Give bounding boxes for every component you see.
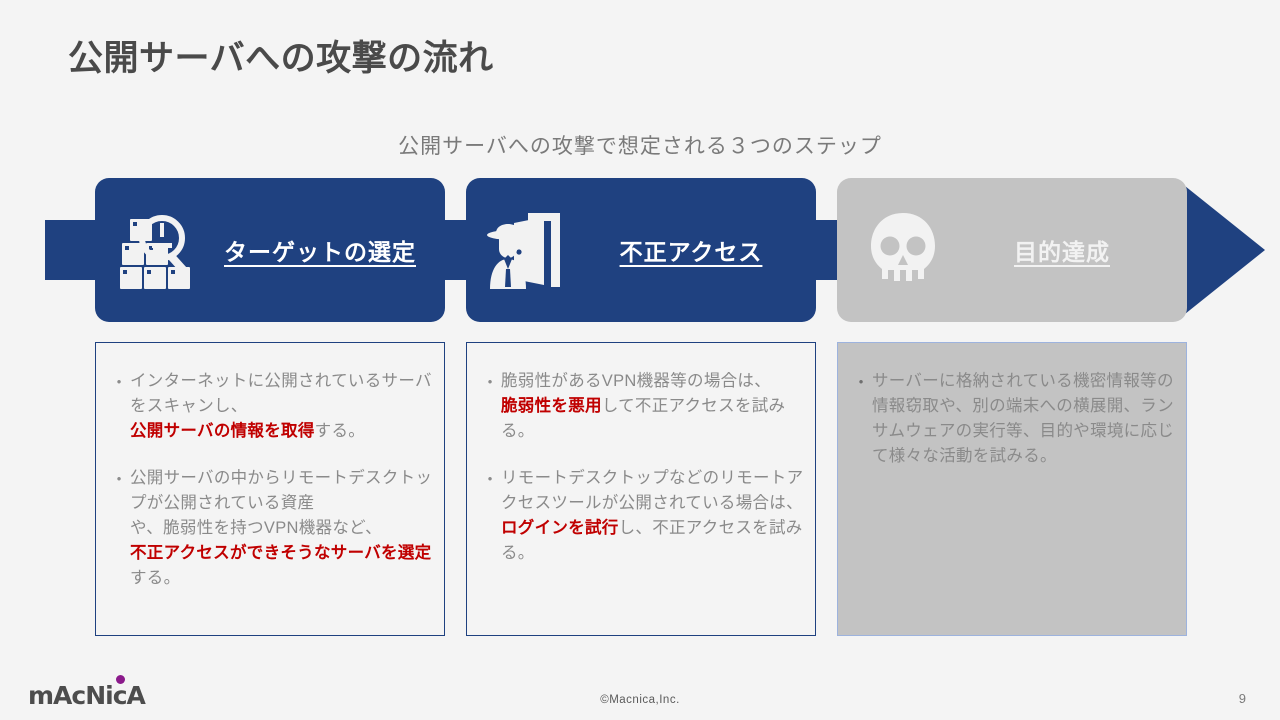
step-card-unauthorized-access[interactable]: 不正アクセス: [466, 178, 816, 322]
plain-text: サーバーに格納されている機密情報: [872, 372, 1141, 390]
intruder-door-icon: [484, 200, 580, 300]
step-label: 目的達成: [1014, 239, 1110, 265]
logo-wordmark: mAcNicA: [28, 681, 146, 710]
bullet-text: サーバーに格納されている機密情報等の情報窃取や、別の端末への横展開、ランサムウェ…: [872, 369, 1176, 469]
macnica-logo: mAcNicA: [28, 675, 146, 710]
plain-text: して不正アクセス: [601, 397, 735, 415]
plain-text: 目的や環境に応じて様々な活動を: [872, 422, 1175, 465]
detail-boxes-row: • インターネットに公開されているサーバをスキャンし、公開サーバの情報を取得する…: [0, 342, 1280, 636]
step-label: 不正アクセス: [619, 239, 763, 265]
logo-dot-icon: [116, 675, 125, 684]
page-title: 公開サーバへの攻撃の流れ: [68, 39, 494, 78]
detail-box-unauthorized-access: • 脆弱性があるVPN機器等の場合は、脆弱性を悪用して不正アクセスを試みる。 •…: [466, 342, 816, 636]
bullet-dot-icon: •: [858, 374, 864, 389]
bullet-dot-icon: •: [487, 374, 493, 389]
highlighted-text: 公開サーバの情報を取得: [130, 422, 315, 440]
bullet-text: インターネットに公開されているサーバをスキャンし、公開サーバの情報を取得する。: [130, 369, 434, 444]
highlighted-text: 脆弱性を悪用: [501, 397, 602, 415]
plain-text: する。: [130, 569, 181, 587]
plain-text: する。: [314, 422, 366, 440]
bullet-dot-icon: •: [487, 471, 493, 486]
bullet-text: リモートデスクトップなどのリモートアクセスツールが公開されている場合は、ログイン…: [501, 466, 805, 566]
list-item: • インターネットに公開されているサーバをスキャンし、公開サーバの情報を取得する…: [108, 369, 434, 444]
bullet-dot-icon: •: [116, 374, 122, 389]
step-label: ターゲットの選定: [224, 239, 416, 265]
steps-row: ターゲットの選定: [0, 178, 1280, 322]
list-item: • 公開サーバの中からリモートデスクトップが公開されている資産や、脆弱性を持つV…: [108, 466, 434, 591]
plain-text: リモートデスクトップなどの: [501, 469, 720, 487]
plain-text: リモートアクセスツールが公開: [501, 469, 804, 512]
bullet-text: 公開サーバの中からリモートデスクトップが公開されている資産や、脆弱性を持つVPN…: [130, 466, 434, 591]
step-card-target-selection[interactable]: ターゲットの選定: [95, 178, 445, 322]
plain-text: 横展開、ランサムウェアの実行等、: [872, 397, 1174, 440]
detail-box-target-selection: • インターネットに公開されているサーバをスキャンし、公開サーバの情報を取得する…: [95, 342, 445, 636]
plain-text: し、不正アクセスを試みる。: [501, 519, 803, 562]
bullet-text: 脆弱性があるVPN機器等の場合は、脆弱性を悪用して不正アクセスを試みる。: [501, 369, 805, 444]
copyright-text: ©Macnica,Inc.: [600, 694, 680, 706]
bullet-dot-icon: •: [116, 471, 122, 486]
slide-subtitle: 公開サーバへの攻撃で想定される３つのステップ: [398, 135, 882, 158]
plain-text: されている場合は、: [652, 494, 803, 512]
highlighted-text: サーバを選定: [330, 544, 432, 562]
plain-text: 等の情報窃取や、別の端末への: [872, 372, 1174, 415]
plain-text: サーバをスキャンし、: [130, 372, 432, 415]
plain-text: 公開サーバの中からリモート: [130, 469, 349, 487]
list-item: • 脆弱性があるVPN機器等の場合は、脆弱性を悪用して不正アクセスを試みる。: [479, 369, 805, 444]
footer: mAcNicA ©Macnica,Inc. 9: [0, 668, 1280, 720]
list-item: • リモートデスクトップなどのリモートアクセスツールが公開されている場合は、ログ…: [479, 466, 805, 566]
plain-text: や、脆弱性を持つVPN機器など、: [130, 519, 382, 537]
skull-icon: [855, 200, 951, 300]
plain-text: 試みる。: [989, 447, 1057, 465]
step-card-objective-achieved[interactable]: 目的達成: [837, 178, 1187, 322]
plain-text: を試みる。: [501, 397, 786, 440]
highlighted-text: ログインを: [501, 519, 585, 537]
highlighted-text: 不正アクセスができそうな: [130, 544, 331, 562]
list-item: • サーバーに格納されている機密情報等の情報窃取や、別の端末への横展開、ランサム…: [850, 369, 1176, 469]
plain-text: 脆弱性があるVPN機器等の場合は、: [501, 372, 772, 390]
boxes-magnifier-icon: [113, 200, 209, 300]
plain-text: デスクトップが公開されている資産: [130, 469, 433, 512]
highlighted-text: 試行: [585, 519, 619, 537]
page-number: 9: [1238, 691, 1246, 706]
detail-box-objective-achieved: • サーバーに格納されている機密情報等の情報窃取や、別の端末への横展開、ランサム…: [837, 342, 1187, 636]
plain-text: インターネットに公開されている: [130, 372, 382, 390]
